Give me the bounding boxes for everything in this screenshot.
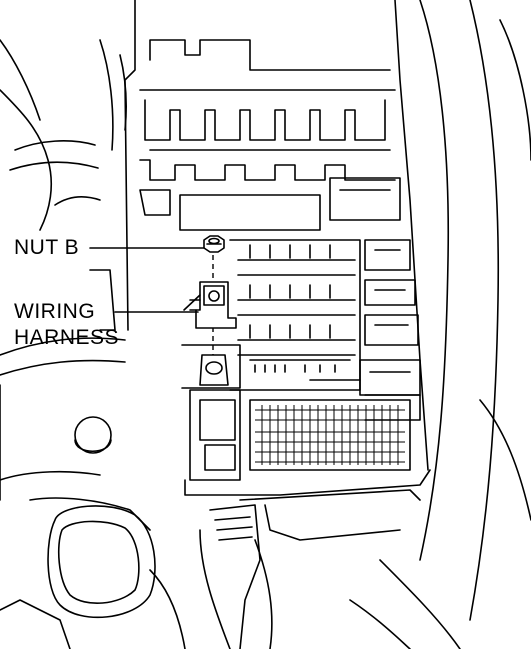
wiring-harness-bracket — [183, 281, 237, 329]
stud-bolt — [199, 354, 229, 386]
wiring-harness-label-line2: HARNESS — [14, 326, 120, 349]
fuse-grid — [249, 394, 421, 471]
nut-b-label: NUT B — [14, 236, 80, 259]
top-relay-row — [139, 99, 396, 181]
left-surroundings — [0, 39, 156, 649]
middle-relay-block — [229, 239, 421, 396]
fuse-box-body — [124, 0, 431, 649]
wiring-harness-label-line1: WIRING — [14, 300, 96, 323]
nut-b-icon — [203, 235, 225, 253]
